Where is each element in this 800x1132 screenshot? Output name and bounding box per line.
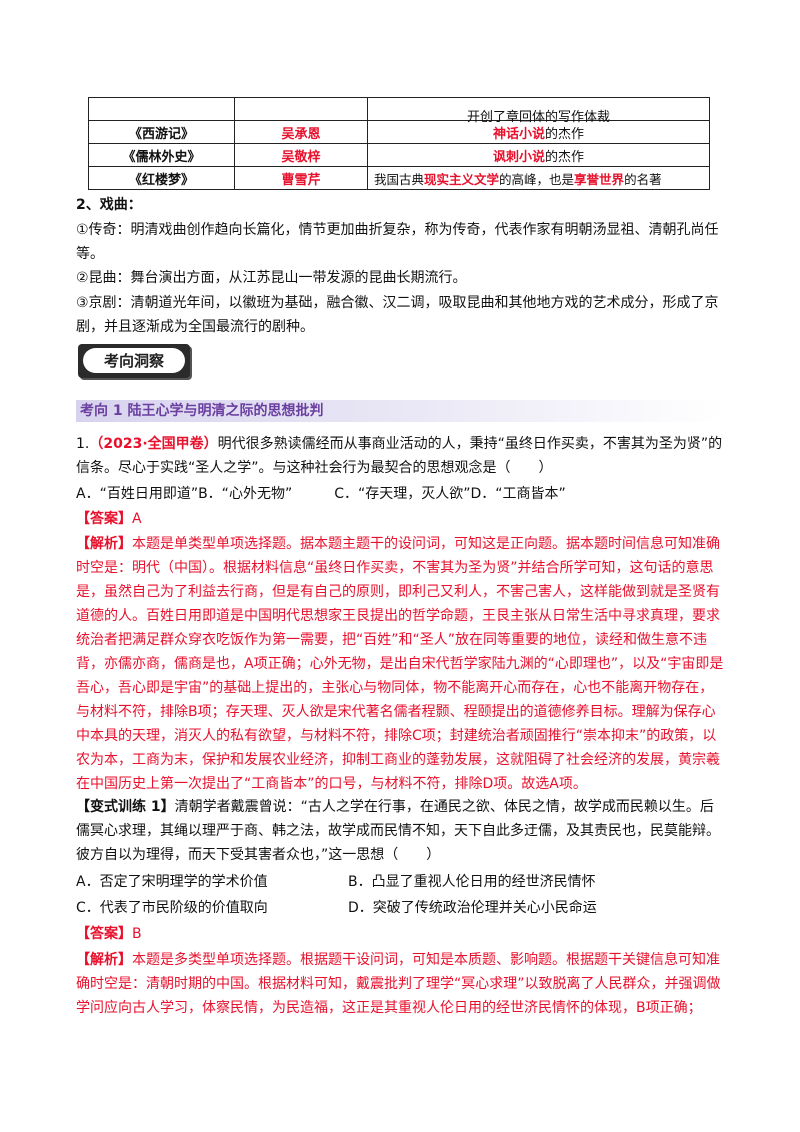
question-number: 1. [76,436,90,452]
table-cell-work [88,97,235,121]
table-row: 《儒林外史》 吴敬梓 讽刺小说的杰作 [88,143,710,167]
desc-highlight: 享誉世界 [574,171,625,187]
question-source: （2023·全国甲卷） [89,436,218,452]
question-1-answer: 【答案】A [76,507,724,531]
analysis-text: 本题是单类型单项选择题。据本题主题干的设问词，可知这是正向题。据本题时间信息可知… [76,536,724,792]
table-cell-author: 吴承恩 [234,120,368,144]
desc-text: 的杰作 [545,126,585,142]
table-row: 《西游记》 吴承恩 神话小说的杰作 [88,120,710,144]
analysis-label: 【解析】 [76,536,132,552]
novel-table: 开创了章回体的写作体裁 《西游记》 吴承恩 神话小说的杰作 《儒林外史》 吴敬梓… [88,97,710,190]
topic-header: 考向 1 陆王心学与明清之际的思想批判 [76,400,724,422]
drama-heading: 2、戏曲： [76,197,142,213]
answer-value: B [132,926,142,942]
variant-stem: 清朝学者戴震曾说：“古人之学在行事，在通民之欲、体民之情，故学成而民赖以生。后儒… [76,799,720,863]
table-cell-author: 吴敬梓 [234,143,368,167]
variant-analysis: 【解析】本题是多类型单项选择题。根据题干设问词，可知是本质题、影响题。根据题干关… [76,948,724,1020]
table-cell-desc: 讽刺小说的杰作 [367,143,710,167]
question-1-options: A．“百姓日用即道”B．“心外无物” C．“存天理，灭人欲”D．“工商皆本” [76,486,566,502]
answer-value: A [132,511,142,527]
question-stem: 明代很多熟读儒经而从事商业活动的人，秉持“虽终日作买卖，不害其为圣为贤”的信条。… [76,436,723,476]
variant-answer: 【答案】B [76,922,724,946]
variant-label: 【变式训练 1】 [76,799,175,815]
answer-label: 【答案】 [76,511,132,527]
desc-text: 的名著 [624,171,662,187]
table-cell-work: 《红楼梦》 [88,166,235,190]
table-cell-desc: 我国古典现实主义文学的高峰，也是享誉世界的名著 [367,166,710,190]
desc-text: 开创了章回体的写作体裁 [466,109,610,125]
desc-highlight: 讽刺小说 [492,149,545,165]
section-badge: 考向洞察 [78,344,190,378]
drama-chuanqi: ①传奇：明清戏曲创作趋向长篇化，情节更加曲折复杂，称为传奇，代表作家有明朝汤显祖… [76,222,719,262]
desc-text: 的高峰，也是 [499,171,575,187]
desc-highlight: 现实主义文学 [424,171,500,187]
option-b: B．凸显了重视人伦日用的经世济民情怀 [348,874,596,890]
analysis-text: 本题是多类型单项选择题。根据题干设问词，可知是本质题、影响题。根据题干关键信息可… [76,952,721,1016]
table-row: 《红楼梦》 曹雪芹 我国古典现实主义文学的高峰，也是享誉世界的名著 [88,166,710,190]
table-row: 开创了章回体的写作体裁 [88,97,710,125]
table-cell-work: 《西游记》 [88,120,235,144]
analysis-label: 【解析】 [76,952,132,968]
desc-text: 的杰作 [545,149,585,165]
table-cell-work: 《儒林外史》 [88,143,235,167]
answer-label: 【答案】 [76,926,132,942]
drama-kunqu: ②昆曲：舞台演出方面，从江苏昆山一带发源的昆曲长期流行。 [76,270,467,286]
option-a: A．否定了宋明理学的学术价值 [76,874,268,890]
table-cell-desc: 神话小说的杰作 [367,120,710,144]
table-cell-author: 曹雪芹 [234,166,368,190]
badge-label: 考向洞察 [83,348,185,373]
desc-text: 我国古典 [374,171,425,187]
variant-training-1: 【变式训练 1】清朝学者戴震曾说：“古人之学在行事，在通民之欲、体民之情，故学成… [76,795,724,867]
desc-highlight: 神话小说 [492,126,545,142]
option-d: D．突破了传统政治伦理并关心小民命运 [348,900,597,916]
table-cell-desc: 开创了章回体的写作体裁 [367,97,710,125]
question-1-analysis: 【解析】本题是单类型单项选择题。据本题主题干的设问词，可知这是正向题。据本题时间… [76,532,724,796]
option-c: C．代表了市民阶级的价值取向 [76,900,268,916]
table-cell-author [234,97,368,121]
drama-jingju: ③京剧：清朝道光年间，以徽班为基础，融合徽、汉二调，吸取昆曲和其他地方戏的艺术成… [76,295,719,335]
question-1: 1.（2023·全国甲卷）明代很多熟读儒经而从事商业活动的人，秉持“虽终日作买卖… [76,432,724,480]
